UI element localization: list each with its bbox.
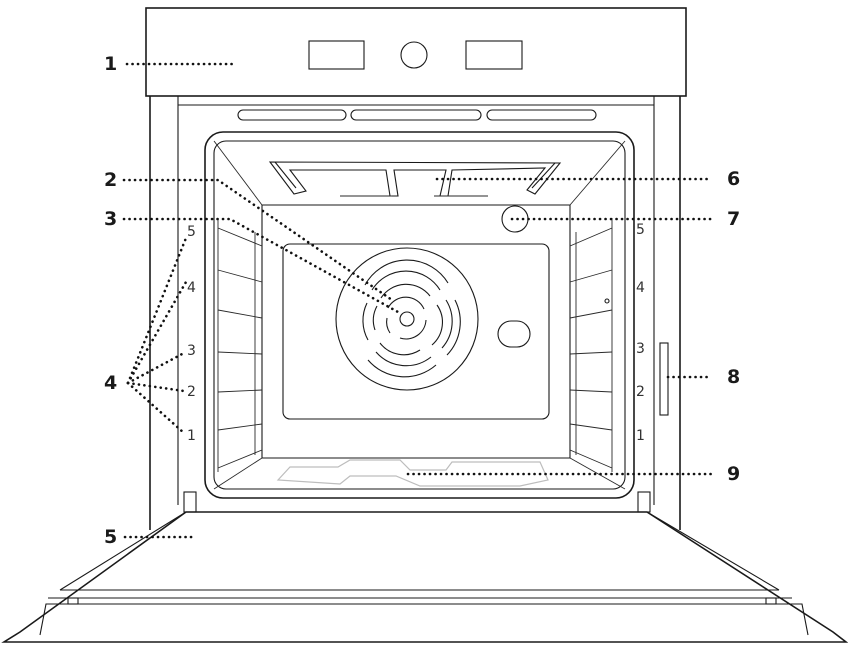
left-level-numbers: 5 4 3 2 1 (187, 224, 196, 444)
side-seal (659, 342, 669, 416)
callout-1: 1 (104, 53, 117, 75)
callout-6: 6 (727, 168, 740, 190)
callout-8: 8 (727, 366, 740, 388)
right-level-2: 2 (636, 384, 645, 400)
control-panel (145, 7, 687, 97)
left-level-2: 2 (187, 384, 196, 400)
back-panel (282, 243, 550, 420)
vent-center (350, 109, 482, 121)
callout-4: 4 (104, 372, 117, 394)
vent-right (486, 109, 597, 121)
hinge-left (183, 491, 197, 513)
left-display (308, 40, 365, 70)
shelf-guides-right (569, 218, 613, 472)
oven-cavity (204, 131, 635, 499)
right-display (465, 40, 523, 70)
vent-oval (497, 320, 531, 348)
right-level-numbers: 5 4 3 2 1 (636, 222, 645, 444)
callout-5: 5 (104, 526, 117, 548)
left-level-5: 5 (187, 224, 196, 240)
oven-door (1, 491, 848, 643)
control-knob (400, 41, 428, 69)
callout-3: 3 (104, 208, 117, 230)
grill-element (268, 161, 562, 197)
callout-9: 9 (727, 463, 740, 485)
bottom-element (276, 459, 549, 487)
oven-body (149, 96, 681, 530)
left-level-4: 4 (187, 280, 196, 296)
right-level-5: 5 (636, 222, 645, 238)
right-level-3: 3 (636, 341, 645, 357)
callout-labels: 1 2 3 4 5 6 7 8 9 (104, 53, 740, 548)
hinge-right (637, 491, 651, 513)
callout-7: 7 (727, 208, 740, 230)
shelf-guides-left (217, 218, 263, 472)
vent-left (237, 109, 347, 121)
left-level-1: 1 (187, 428, 196, 444)
callout-2: 2 (104, 169, 117, 191)
leader-lines (122, 62, 714, 539)
fan-cover (335, 247, 479, 391)
right-level-1: 1 (636, 428, 645, 444)
left-level-3: 3 (187, 343, 196, 359)
right-level-4: 4 (636, 280, 645, 296)
